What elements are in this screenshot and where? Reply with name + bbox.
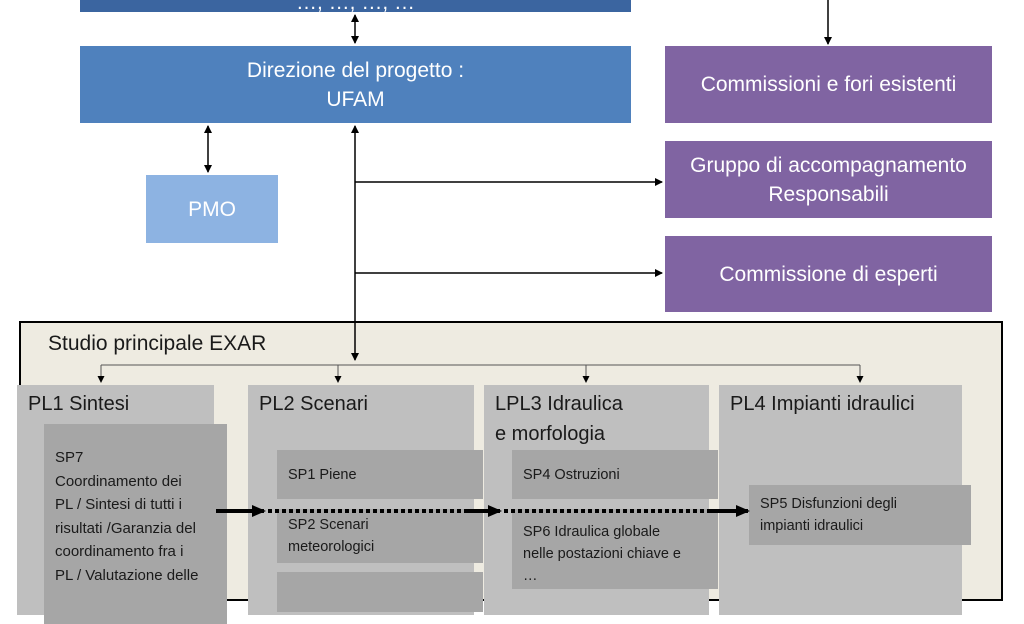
package-pl3-title-line2: e morfologia xyxy=(495,423,606,445)
sp7-line: SP7 xyxy=(55,449,84,466)
package-pl2-title-line1: PL2 Scenari xyxy=(259,393,368,415)
subproject-sp2: SP2 Scenari meteorologici xyxy=(277,509,483,563)
existing-committees-box: Commissioni e fori esistenti xyxy=(665,46,992,123)
pmo-label: PMO xyxy=(188,197,236,221)
package-pl2-title: PL2 Scenari xyxy=(259,389,368,419)
package-pl4-title-line1: PL4 Impianti idraulici xyxy=(730,393,915,415)
package-pl4-title: PL4 Impianti idraulici xyxy=(730,389,915,419)
top-governance-box: …, …, …, … xyxy=(80,0,631,14)
subproject-sp6: SP6 Idraulica globale nelle postazioni c… xyxy=(512,509,718,589)
sp2-line: SP2 Scenari xyxy=(288,517,369,533)
sp7-line: Coordinamento dei xyxy=(55,472,182,490)
existing-committees-label: Commissioni e fori esistenti xyxy=(700,73,957,96)
subproject-sp7: SP7 Coordinamento dei PL / Sintesi di tu… xyxy=(44,424,227,624)
top-governance-label: …, …, …, … xyxy=(295,0,415,14)
sp5-line: impianti idraulici xyxy=(760,518,864,534)
sp6-line: nelle postazioni chiave e xyxy=(523,546,681,562)
sp7-line: risultati /Garanzia del xyxy=(55,519,196,537)
support-group-label: Gruppo di accompagnamento xyxy=(690,153,967,177)
subproject-sp3 xyxy=(277,572,483,612)
subproject-sp4: SP4 Ostruzioni xyxy=(512,450,718,499)
expert-committee-label: Commissione di esperti xyxy=(719,262,938,286)
project-direction-box: Direzione del progetto : UFAM xyxy=(80,46,631,123)
support-group-box: Gruppo di accompagnamento Responsabili xyxy=(665,141,992,218)
sp2-line: meteorologici xyxy=(288,539,375,555)
expert-committee-box: Commissione di esperti xyxy=(665,236,992,312)
support-group-sublabel: Responsabili xyxy=(768,182,889,206)
package-pl3-title: LPL3 Idraulica e morfologia xyxy=(495,389,623,449)
package-pl1-title-line1: PL1 Sintesi xyxy=(28,393,130,415)
sp6-line: SP6 Idraulica globale xyxy=(523,524,661,540)
package-pl1-title: PL1 Sintesi xyxy=(28,389,129,419)
sp1-label: SP1 Piene xyxy=(288,466,357,483)
pmo-box: PMO xyxy=(146,175,278,243)
sp6-line: … xyxy=(523,568,538,584)
project-direction-title: Direzione del progetto : xyxy=(246,58,465,82)
sp7-line: coordinamento fra i xyxy=(55,543,184,560)
package-pl3-title-line1: LPL3 Idraulica xyxy=(495,393,623,415)
sp7-line: PL / Sintesi di tutti i xyxy=(55,496,183,513)
subproject-sp1: SP1 Piene xyxy=(277,450,483,499)
sp7-line: PL / Valutazione delle xyxy=(55,566,199,584)
sp5-line: SP5 Disfunzioni degli xyxy=(760,496,898,512)
subproject-sp5: SP5 Disfunzioni degli impianti idraulici xyxy=(749,485,971,545)
sp4-label: SP4 Ostruzioni xyxy=(523,466,620,483)
main-study-title: Studio principale EXAR xyxy=(48,332,267,355)
project-direction-org: UFAM xyxy=(326,87,385,111)
